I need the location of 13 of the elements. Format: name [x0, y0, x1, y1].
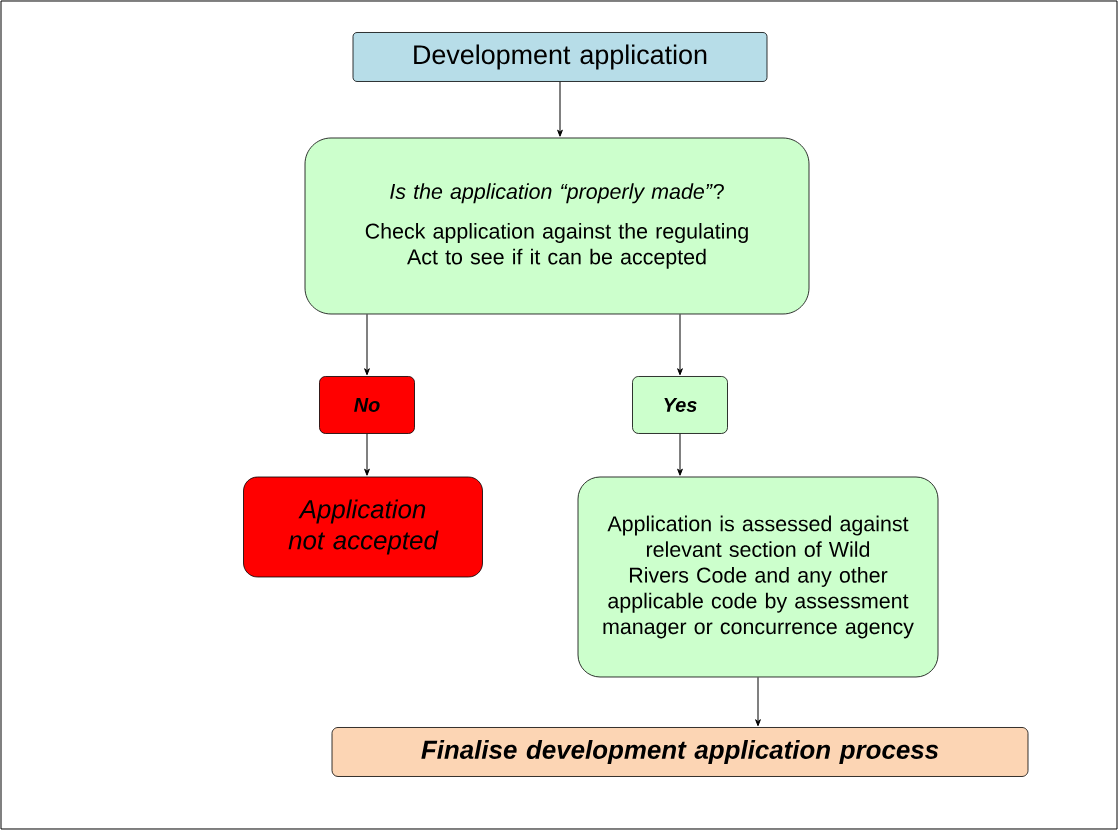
arrow: [364, 433, 370, 476]
arrow: [364, 313, 370, 376]
arrow: [755, 676, 761, 727]
process-box: Application is assessed against relevant section of Wild Rivers Code and any other applicable code by assessment manager or concurrence agency: [577, 476, 939, 678]
outcome-box: Finalise development application process: [331, 727, 1029, 777]
arrow: [677, 433, 683, 476]
answer-box: No: [319, 376, 415, 434]
decision-box: Is the application “properly made”? Check application against the regulating Act to see if it can be accepted: [304, 137, 810, 315]
arrow: [557, 81, 563, 137]
answer-box: Yes: [632, 376, 728, 434]
outcome-box: Application not accepted: [243, 476, 483, 578]
process-box: Development application: [352, 32, 768, 82]
arrow: [677, 313, 683, 376]
